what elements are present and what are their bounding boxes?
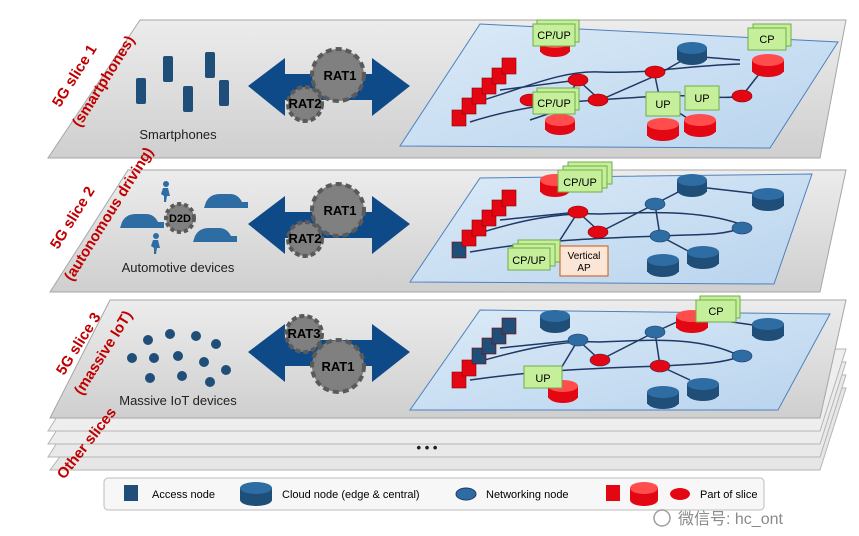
function-tag: CP/UP [507, 239, 561, 271]
car-icon [120, 194, 248, 242]
legend-label: Part of slice [700, 489, 757, 501]
slice-part-icon [606, 482, 690, 506]
svg-text:UP: UP [694, 93, 709, 105]
vertical-ap-tag: Vertical AP [559, 245, 609, 277]
cloud-node-icon [540, 310, 784, 409]
gear-icon [164, 202, 196, 234]
access-node-icon [451, 317, 517, 389]
function-tag: UP [523, 365, 563, 389]
legend-label: Cloud node (edge & central) [282, 489, 420, 501]
networking-node-icon [567, 197, 753, 243]
svg-text:AP: AP [577, 263, 591, 274]
function-tag: CP/UP [557, 161, 613, 193]
network-area [399, 23, 839, 149]
vertical-ap-line2: AP [577, 263, 591, 274]
svg-text:CP: CP [759, 34, 774, 46]
svg-text:CP: CP [708, 306, 723, 318]
rat-label-bottom: RAT2 [289, 96, 322, 111]
legend-label: Access node [152, 489, 215, 501]
device-label: Automotive devices [122, 260, 235, 275]
watermark: 微信号: hc_ont [653, 509, 783, 528]
device-label: Smartphones [139, 127, 217, 142]
svg-text:CP/UP: CP/UP [512, 255, 546, 267]
legend: Access node Cloud node (edge & central) … [103, 477, 765, 511]
networking-node-icon [567, 325, 753, 373]
iot-sensor-icon [127, 329, 231, 387]
function-tag: UP [684, 85, 720, 111]
gear-icon [284, 314, 366, 394]
slice-1: 5G slice 1 (smartphones) Smartphones RAT… [47, 19, 847, 159]
rat-label-top: RAT3 [288, 326, 321, 341]
device-label: Massive IoT devices [119, 393, 237, 408]
slice-2: 5G slice 2 (autonomous driving) D2D Auto… [47, 144, 847, 293]
svg-text:Vertical: Vertical [568, 251, 601, 262]
svg-text:微信号: hc_ont: 微信号: hc_ont [678, 510, 783, 528]
function-tag: CP/UP [532, 87, 580, 115]
gear-icon [286, 182, 366, 258]
svg-text:CP/UP: CP/UP [563, 177, 597, 189]
d2d-label: D2D [169, 213, 191, 225]
function-tag: CP [747, 23, 792, 51]
access-node-icon [451, 57, 517, 127]
networking-node-icon [455, 487, 477, 501]
rat-label-bottom: RAT2 [289, 231, 322, 246]
rat-label-top: RAT1 [324, 68, 357, 83]
svg-text:CP/UP: CP/UP [537, 98, 571, 110]
pedestrian-icon [151, 181, 170, 254]
legend-label: Networking node [486, 489, 569, 501]
svg-text:UP: UP [535, 373, 550, 385]
function-tag: CP [695, 295, 741, 323]
networking-node-icon [519, 65, 753, 107]
svg-text:CP/UP: CP/UP [537, 30, 571, 42]
ellipsis: • • • [417, 440, 438, 455]
function-tag: UP [645, 91, 681, 117]
smartphone-icon [136, 52, 229, 112]
vertical-ap-line1: Vertical [568, 251, 601, 262]
access-node-icon [451, 189, 517, 259]
cloud-node-icon [240, 482, 272, 506]
access-node-icon [124, 485, 138, 501]
function-tag: CP/UP [532, 19, 580, 47]
cloud-node-icon [540, 174, 784, 277]
slice-3: 5G slice 3 (massive IoT) Massive IoT dev… [49, 295, 847, 419]
rat-label-bottom: RAT1 [322, 359, 355, 374]
gear-icon [286, 47, 366, 123]
svg-text:UP: UP [655, 99, 670, 111]
rat-label-top: RAT1 [324, 203, 357, 218]
